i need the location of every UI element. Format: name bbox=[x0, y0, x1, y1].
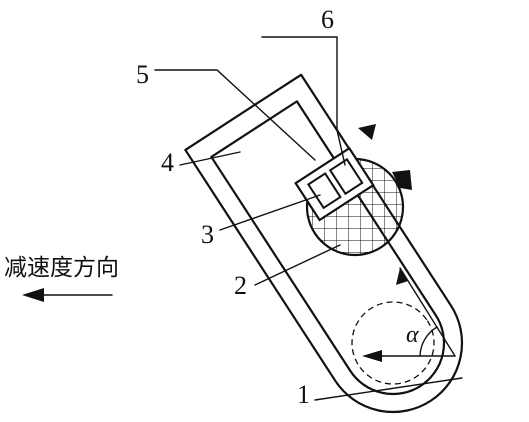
rest-position-circle bbox=[351, 301, 435, 385]
label-5: 5 bbox=[136, 60, 149, 89]
leader-lines bbox=[154, 36, 463, 401]
deceleration-arrow bbox=[22, 288, 113, 302]
label-3: 3 bbox=[201, 220, 214, 249]
label-1: 1 bbox=[297, 380, 310, 409]
label-2: 2 bbox=[234, 271, 247, 300]
inner-guide bbox=[210, 100, 446, 396]
label-6: 6 bbox=[321, 5, 334, 34]
contact-point-upper bbox=[358, 124, 376, 140]
contact-block bbox=[294, 146, 375, 222]
angle-label: α bbox=[406, 322, 419, 348]
label-4: 4 bbox=[161, 148, 174, 177]
angle-construction bbox=[362, 267, 456, 362]
contact-point-lower bbox=[392, 170, 412, 190]
direction-label: 减速度方向 bbox=[4, 255, 119, 281]
outer-housing bbox=[184, 73, 464, 414]
